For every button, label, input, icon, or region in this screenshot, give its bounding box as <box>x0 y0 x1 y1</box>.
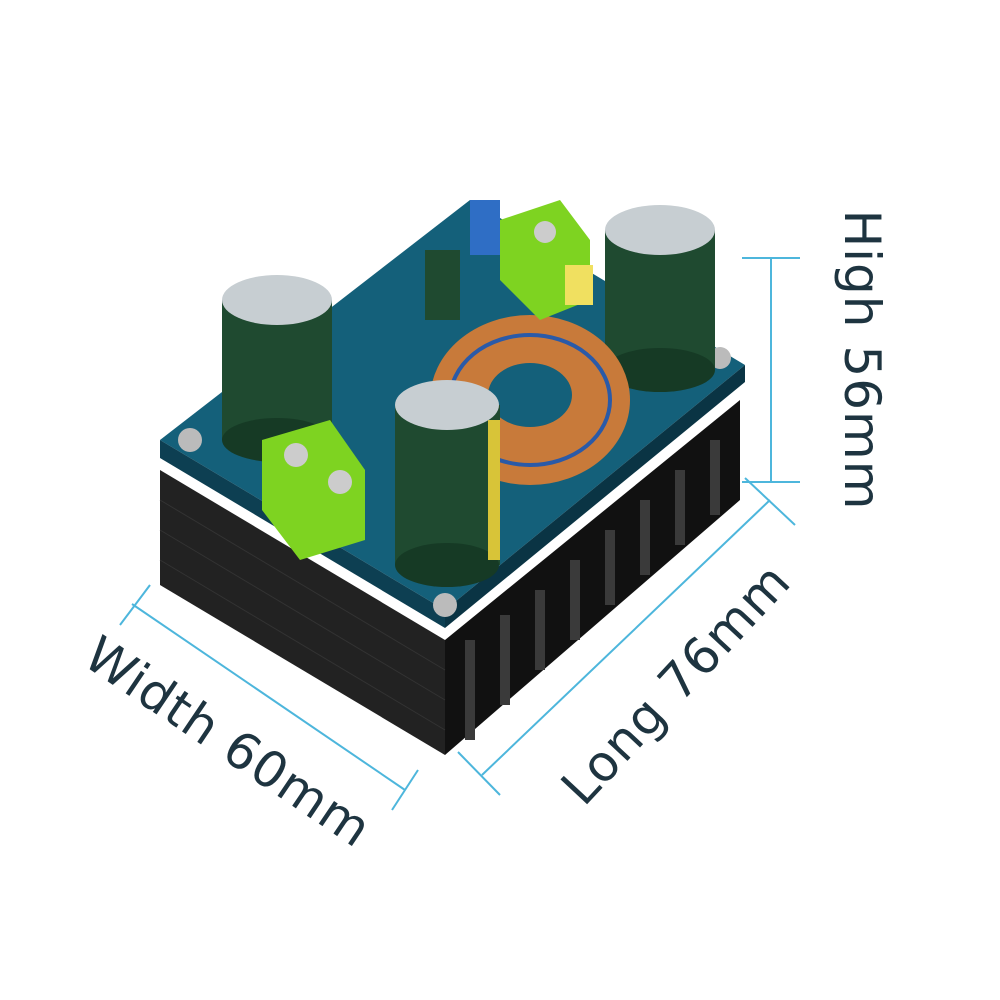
terminal-blocks <box>262 200 593 560</box>
heatsink <box>159 400 740 755</box>
width-dimension-line <box>131 603 406 791</box>
capacitor-front <box>395 380 500 587</box>
capacitor-right <box>605 205 715 392</box>
high-dimension-label: High 56mm <box>833 209 891 511</box>
dimension-lines <box>119 257 800 811</box>
long-dimension-line <box>481 499 771 776</box>
